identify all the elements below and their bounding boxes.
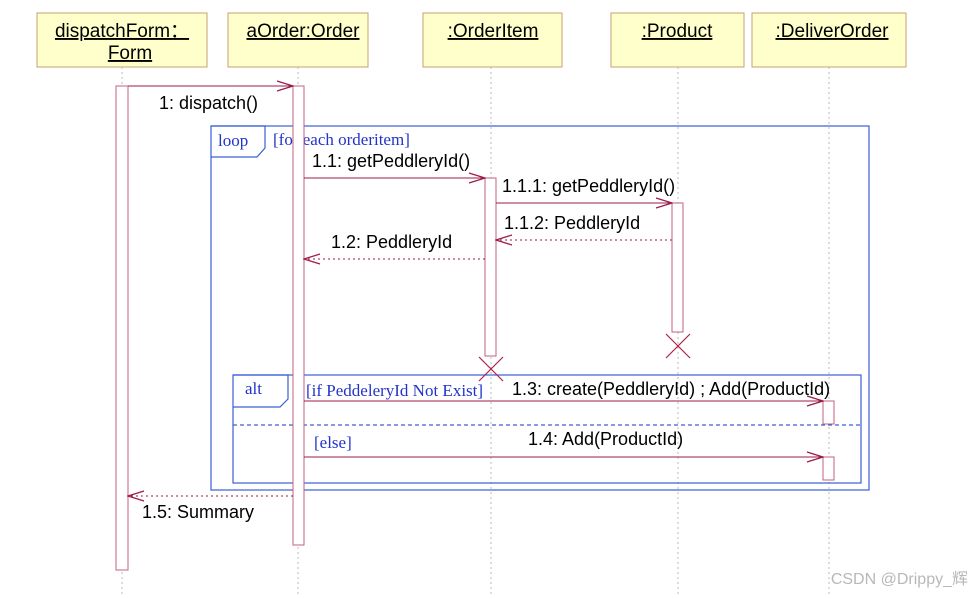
lifeline-name-aorder: aOrder:Order: [247, 21, 361, 42]
activation-dispatchform: [115, 85, 129, 571]
watermark: CSDN @Drippy_辉: [831, 570, 968, 588]
activation-deliverorder-add: [822, 456, 835, 481]
message-label-product-get-peddlery-id: 1.1.1: getPeddleryId(): [502, 176, 675, 196]
lifeline-class-dispatchform: Form: [108, 43, 152, 64]
loop-operator: loop: [218, 131, 248, 150]
message-label-create: 1.3: create(PeddleryId) ; Add(ProductId): [512, 379, 830, 399]
lifeline-name-orderitem: :OrderItem: [448, 21, 539, 42]
alt-fragment[interactable]: alt [if PeddeleryId Not Exist] [else]: [232, 374, 862, 484]
alt-guard-else: [else]: [314, 433, 352, 452]
lifeline-head-product[interactable]: :Product: [610, 12, 745, 68]
message-label-return-peddlery-id-product: 1.1.2: PeddleryId: [504, 213, 640, 233]
destroy-orderitem: [478, 356, 504, 382]
activation-deliverorder-create: [822, 400, 835, 425]
lifeline-head-orderitem[interactable]: :OrderItem: [422, 12, 563, 68]
lifeline-name-product: :Product: [642, 21, 713, 42]
alt-guard-if: [if PeddeleryId Not Exist]: [306, 381, 483, 400]
lifeline-head-aorder[interactable]: aOrder:Order: [227, 12, 369, 68]
lifeline-name-deliverorder: :DeliverOrder: [776, 21, 890, 42]
message-label-add: 1.4: Add(ProductId): [528, 429, 683, 449]
destroy-product: [665, 333, 691, 359]
lifeline-head-dispatchform[interactable]: dispatchForm： Form: [36, 12, 208, 68]
activation-orderitem: [484, 177, 497, 357]
activation-product: [671, 202, 684, 333]
message-label-return-peddlery-id: 1.2: PeddleryId: [331, 232, 452, 252]
loop-fragment[interactable]: loop [for each orderitem]: [210, 125, 870, 491]
message-label-get-peddlery-id: 1.1: getPeddleryId(): [312, 151, 470, 171]
message-label-summary: 1.5: Summary: [142, 502, 254, 522]
message-label-dispatch: 1: dispatch(): [159, 93, 258, 113]
alt-operator: alt: [245, 379, 262, 398]
lifeline-head-deliverorder[interactable]: :DeliverOrder: [751, 12, 907, 68]
activation-aorder: [292, 85, 305, 546]
lifeline-name-dispatchform: dispatchForm：: [55, 21, 189, 42]
loop-guard: [for each orderitem]: [273, 130, 410, 149]
